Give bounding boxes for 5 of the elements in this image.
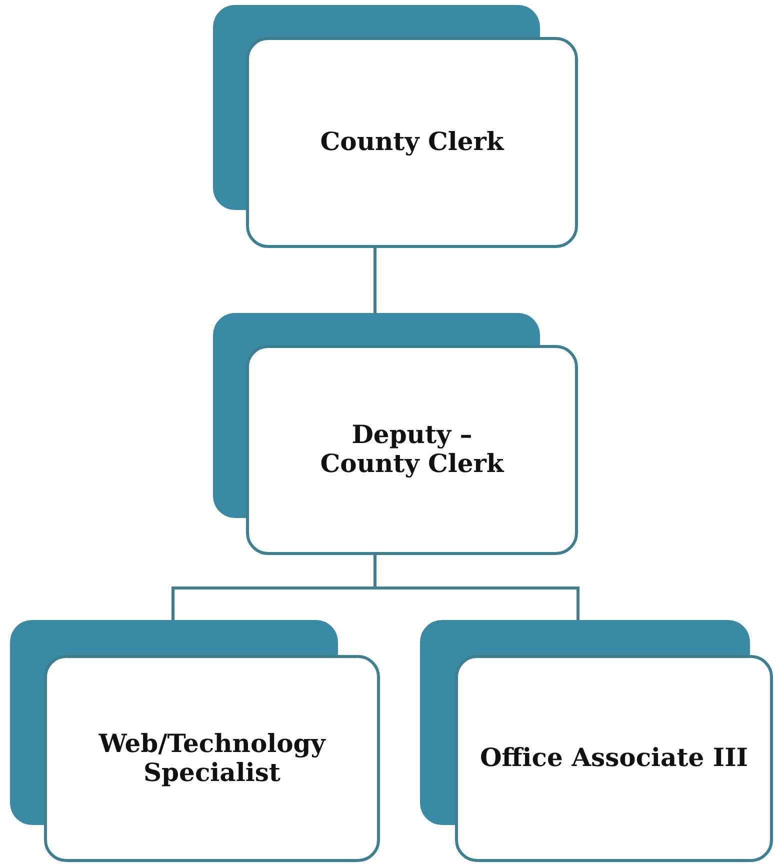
- position-title: Web/Technology Specialist: [98, 730, 327, 788]
- position-title: Office Associate III: [478, 744, 749, 773]
- position-title: Deputy – County Clerk: [319, 421, 506, 479]
- connector-line: [374, 248, 376, 313]
- position-title: County Clerk: [319, 128, 506, 157]
